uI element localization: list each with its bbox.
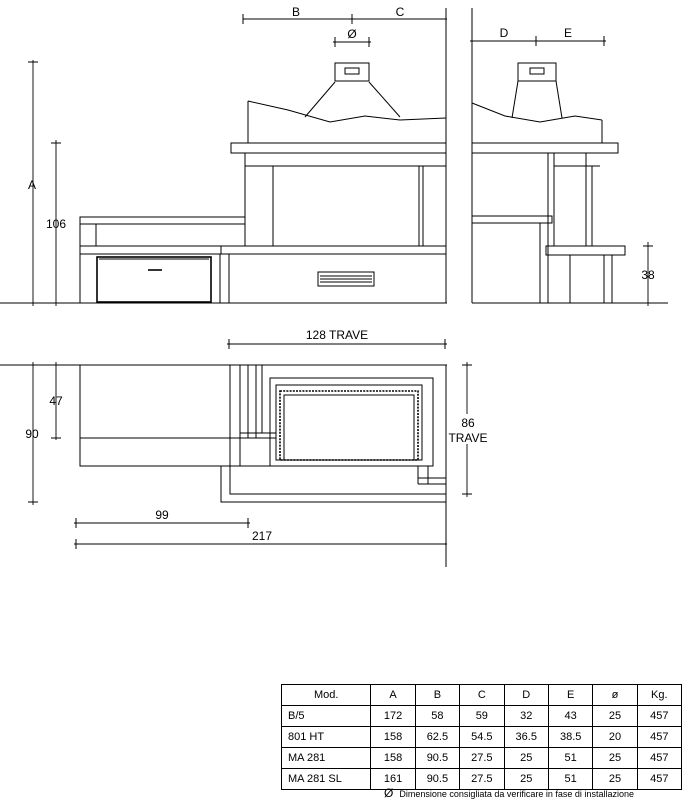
table-row: MA 281 158 90.5 27.5 25 51 25 457	[280, 747, 682, 769]
label-86: 86	[461, 416, 475, 430]
cell-C: 27.5	[459, 747, 505, 769]
cell-A: 172	[370, 705, 416, 727]
label-128-trave: 128 TRAVE	[306, 328, 368, 342]
cell-B: 90.5	[414, 768, 461, 790]
label-B: B	[292, 5, 300, 19]
cell-diameter: 20	[592, 726, 638, 748]
table-header-row: Mod. A B C D E ø Kg.	[280, 684, 682, 706]
specification-table: Mod. A B C D E ø Kg. B/5 172 58 59 32 43…	[280, 684, 682, 790]
cell-diameter: 25	[592, 768, 638, 790]
cell-model: MA 281	[280, 747, 372, 769]
cell-E: 38.5	[547, 726, 594, 748]
header-E: E	[547, 684, 594, 706]
table-row: MA 281 SL 161 90.5 27.5 25 51 25 457	[280, 768, 682, 790]
cell-B: 58	[414, 705, 461, 727]
diameter-symbol: Ø	[384, 786, 394, 800]
label-D: D	[500, 26, 509, 40]
cell-diameter: 25	[592, 705, 638, 727]
label-99: 99	[155, 508, 169, 522]
cell-B: 90.5	[414, 747, 461, 769]
cell-B: 62.5	[414, 726, 461, 748]
cell-E: 43	[547, 705, 594, 727]
cell-D: 25	[503, 747, 549, 769]
cell-E: 51	[547, 747, 594, 769]
front-elevation: B C Ø	[0, 5, 447, 306]
cell-diameter: 25	[592, 747, 638, 769]
cell-D: 36.5	[503, 726, 549, 748]
cell-D: 32	[503, 705, 549, 727]
label-47: 47	[49, 394, 63, 408]
side-elevation: D E 38	[470, 8, 668, 306]
header-diameter: ø	[592, 684, 638, 706]
label-90: 90	[25, 427, 39, 441]
label-C: C	[396, 5, 405, 19]
label-217: 217	[252, 529, 272, 543]
cell-kg: 457	[636, 747, 682, 769]
plan-view: 128 TRAVE 47 90	[0, 328, 490, 567]
header-D: D	[503, 684, 549, 706]
label-E: E	[564, 26, 572, 40]
header-mod: Mod.	[280, 684, 372, 706]
cell-A: 158	[370, 726, 416, 748]
label-trave: TRAVE	[448, 431, 487, 445]
table-row: B/5 172 58 59 32 43 25 457	[280, 705, 682, 727]
label-A: A	[28, 178, 36, 192]
header-A: A	[370, 684, 416, 706]
cell-model: B/5	[280, 705, 372, 727]
footnote: Ø Dimensione consigliata da verificare in…	[384, 786, 634, 800]
label-106: 106	[46, 217, 66, 231]
cell-kg: 457	[636, 705, 682, 727]
cell-D: 25	[503, 768, 549, 790]
footnote-text: Dimensione consigliata da verificare in …	[399, 789, 634, 799]
label-diameter: Ø	[347, 27, 356, 41]
label-38: 38	[641, 268, 655, 282]
table-row: 801 HT 158 62.5 54.5 36.5 38.5 20 457	[280, 726, 682, 748]
cell-C: 59	[459, 705, 505, 727]
cell-kg: 457	[636, 726, 682, 748]
cell-C: 54.5	[459, 726, 505, 748]
cell-model: MA 281 SL	[280, 768, 372, 790]
cell-A: 158	[370, 747, 416, 769]
header-kg: Kg.	[636, 684, 682, 706]
header-B: B	[414, 684, 461, 706]
cell-model: 801 HT	[280, 726, 372, 748]
cell-E: 51	[547, 768, 594, 790]
cell-kg: 457	[636, 768, 682, 790]
header-C: C	[459, 684, 505, 706]
